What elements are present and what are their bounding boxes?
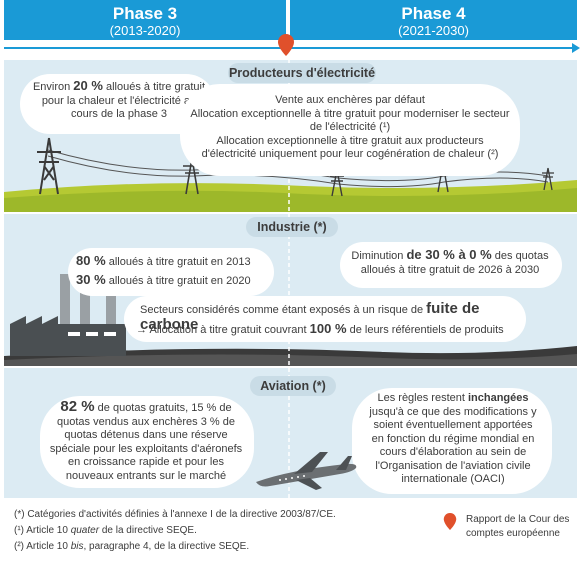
electricity-landscape [4,149,577,212]
industry-phase3-value1: 80 % [76,253,106,268]
carbon-leakage-cloud [124,296,526,342]
aviation-section-label: Aviation (*) [250,376,336,396]
industry-phase3-line1: 80 % alloués à titre gratuit en 2013 [76,254,276,270]
carbon-leakage-value: 100 % [309,321,347,336]
factory-icon [10,268,126,356]
electricity-panel: Producteurs d'électricité Environ 20 % a… [4,60,577,212]
industry-phase4-value: de 30 % à 0 % [406,247,492,262]
phase-4-header: Phase 4 (2021-2030) [290,0,577,40]
footnote-2-italic: bis [70,541,84,552]
phase-3-header: Phase 3 (2013-2020) [4,0,286,40]
electricity-phase4-line3: Allocation exceptionnelle à titre gratui… [201,134,499,161]
footnote-1-italic: quater [70,525,100,536]
phase-3-years: (2013-2020) [109,23,181,38]
industry-phase3-text1: alloués à titre gratuit en 2013 [105,256,251,268]
pylon-icon [37,137,61,195]
footnote-1-pre: (¹) Article 10 [14,525,71,536]
pylon-icon [330,169,344,197]
aviation-phase4-text: Les règles restent inchangées jusqu'à ce… [366,392,540,487]
footnote-asterisk: (*) Catégories d'activités définies à l'… [14,509,336,520]
electricity-phase3-value: 20 % [73,78,103,93]
carbon-leakage-arrow: → Allocation à titre gratuit couvrant [136,324,310,336]
phase-4-title: Phase 4 [401,4,466,23]
industry-phase4-cloud [340,242,562,288]
carbon-leakage-line1: Secteurs considérés comme étant exposés … [140,300,520,333]
industry-phase3-line2: 30 % alloués à titre gratuit en 2020 [76,273,276,289]
aviation-phase3-text: 82 % de quotas gratuits, 15 % de quotas … [48,398,244,483]
industry-phase3-cloud [68,248,274,296]
electricity-phase3-post: alloués à titre gratuit pour la chaleur … [41,81,206,120]
industry-phase4-post: des quotas alloués à titre gratuit de 20… [360,250,549,276]
electricity-phase4-cloud [180,84,520,176]
footnote-1: (¹) Article 10 quater de la directive SE… [14,524,414,538]
aviation-phase4-pre: Les règles restent [377,392,468,404]
industry-phase3-text2: alloués à titre gratuit en 2020 [105,275,251,287]
electricity-section-label: Producteurs d'électricité [228,63,376,83]
carbon-leakage-pre: Secteurs considérés comme étant exposés … [140,304,427,316]
electricity-phase4-line1: Vente aux enchères par défaut [275,94,425,106]
aviation-phase3-cloud [40,396,254,488]
phase-divider [288,60,290,212]
aviation-phase3-value: 82 % [60,398,95,415]
airplane-icon [256,452,357,490]
phase-4-years: (2021-2030) [398,23,469,38]
location-pin-icon [278,34,294,56]
electricity-phase4-text: Vente aux enchères par défaut Allocation… [190,94,510,162]
footnote-1-post: de la directive SEQE. [99,525,197,536]
pylon-icon [542,167,554,191]
legend-marker-label: Rapport de la Cour des comptes européenn… [466,514,570,539]
electricity-phase4-line2: Allocation exceptionnelle à titre gratui… [190,107,510,134]
aviation-phase4-post: jusqu'à ce que des modifications y soien… [369,405,537,486]
footnote-2: (²) Article 10 bis, paragraphe 4, de la … [14,540,414,554]
footnote-2-pre: (²) Article 10 [14,541,71,552]
pylon-icon [183,157,201,195]
industry-phase3-value2: 30 % [76,272,106,287]
carbon-leakage-post: de leurs référentiels de produits [346,324,504,336]
footnote-2-post: , paragraphe 4, de la directive SEQE. [83,541,250,552]
phase-3-title: Phase 3 [112,4,178,23]
electricity-phase3-text: Environ 20 % alloués à titre gratuit pou… [30,79,208,122]
industry-phase4-pre: Diminution [351,250,407,262]
industry-section-label: Industrie (*) [246,217,338,237]
pylon-icon [436,163,450,193]
aviation-phase3-post: de quotas gratuits, 15 % de quotas vendu… [49,402,243,482]
industry-phase4-text: Diminution de 30 % à 0 % des quotas allo… [344,248,556,277]
aviation-phase4-emph: inchangées [467,392,529,404]
aviation-panel: Aviation (*) 82 % de quotas gratuits, 15… [4,368,577,498]
aviation-phase4-cloud [352,388,552,494]
carbon-leakage-emph: fuite de carbone [140,300,480,333]
carbon-leakage-line2: → Allocation à titre gratuit couvrant 10… [136,322,524,338]
industry-panel: Industrie (*) 80 % alloués à titre gratu… [4,214,577,366]
industry-landscape [4,346,577,366]
electricity-phase3-pre: Environ [32,81,74,93]
location-pin-icon [443,512,457,531]
